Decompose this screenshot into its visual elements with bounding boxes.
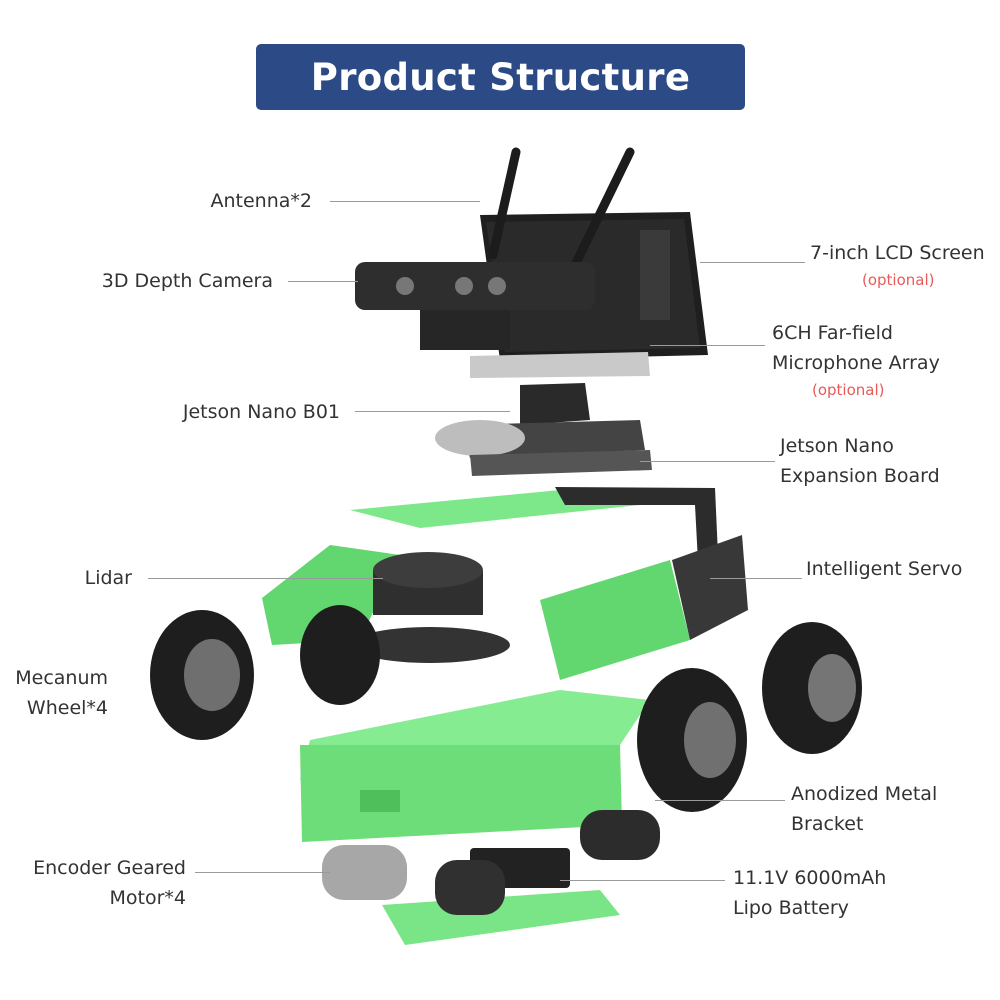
label-microphone-array: 6CH Far-field Microphone Array (optional… — [772, 318, 992, 402]
label-mic-line2: Microphone Array — [772, 352, 940, 374]
label-expansion-line1: Jetson Nano — [780, 435, 894, 457]
antenna-part — [488, 147, 635, 270]
label-battery-line1: 11.1V 6000mAh — [733, 867, 887, 889]
lidar-part — [350, 552, 510, 663]
label-encoder-line2: Motor*4 — [109, 887, 187, 909]
label-jetson-nano-text: Jetson Nano B01 — [182, 401, 340, 423]
label-lipo-battery: 11.1V 6000mAh Lipo Battery — [733, 863, 933, 923]
label-jetson-nano: Jetson Nano B01 — [150, 397, 340, 427]
label-depth-camera-text: 3D Depth Camera — [101, 270, 273, 292]
servo-bracket-part — [555, 487, 748, 640]
label-lidar-text: Lidar — [84, 567, 132, 589]
label-battery-line2: Lipo Battery — [733, 897, 849, 919]
leader-depth-camera — [288, 281, 358, 282]
label-servo-text: Intelligent Servo — [806, 558, 963, 580]
leader-lidar — [148, 578, 383, 579]
label-depth-camera: 3D Depth Camera — [80, 266, 273, 296]
leader-battery — [560, 880, 725, 881]
leader-expansion-board — [640, 461, 775, 462]
mecanum-wheel-part — [150, 605, 862, 812]
chassis-part — [300, 690, 650, 842]
label-lidar: Lidar — [60, 563, 132, 593]
leader-antenna — [330, 201, 480, 202]
leader-jetson-nano — [355, 411, 510, 412]
label-mecanum-line2: Wheel*4 — [26, 697, 108, 719]
label-encoder-line1: Encoder Geared — [33, 857, 186, 879]
leader-bracket — [655, 800, 785, 801]
label-lcd-optional: (optional) — [862, 271, 935, 289]
label-mic-line1: 6CH Far-field — [772, 322, 893, 344]
label-mecanum-line1: Mecanum — [15, 667, 108, 689]
label-mecanum-wheel: Mecanum Wheel*4 — [0, 663, 108, 723]
label-intelligent-servo: Intelligent Servo — [806, 554, 996, 584]
leader-microphone — [650, 345, 765, 346]
mic-board-part — [470, 352, 650, 378]
label-antenna-text: Antenna*2 — [210, 190, 313, 212]
leader-servo — [710, 578, 802, 579]
title-banner: Product Structure — [256, 44, 745, 110]
label-expansion-board: Jetson Nano Expansion Board — [780, 431, 980, 491]
motor-part — [322, 810, 660, 915]
label-lcd-screen: 7-inch LCD Screen (optional) — [810, 238, 995, 292]
label-expansion-line2: Expansion Board — [780, 465, 940, 487]
label-antenna: Antenna*2 — [186, 186, 313, 216]
label-anodized-bracket: Anodized Metal Bracket — [791, 779, 991, 839]
depth-camera-part — [355, 262, 595, 350]
page-title: Product Structure — [310, 55, 691, 99]
label-lcd-text: 7-inch LCD Screen — [810, 242, 985, 264]
label-bracket-line2: Bracket — [791, 813, 864, 835]
jetson-nano-part — [435, 383, 652, 476]
leader-encoder-motor — [195, 872, 330, 873]
label-mic-optional: (optional) — [812, 381, 885, 399]
label-encoder-motor: Encoder Geared Motor*4 — [10, 853, 186, 913]
leader-lcd — [700, 262, 805, 263]
label-bracket-line1: Anodized Metal — [791, 783, 938, 805]
